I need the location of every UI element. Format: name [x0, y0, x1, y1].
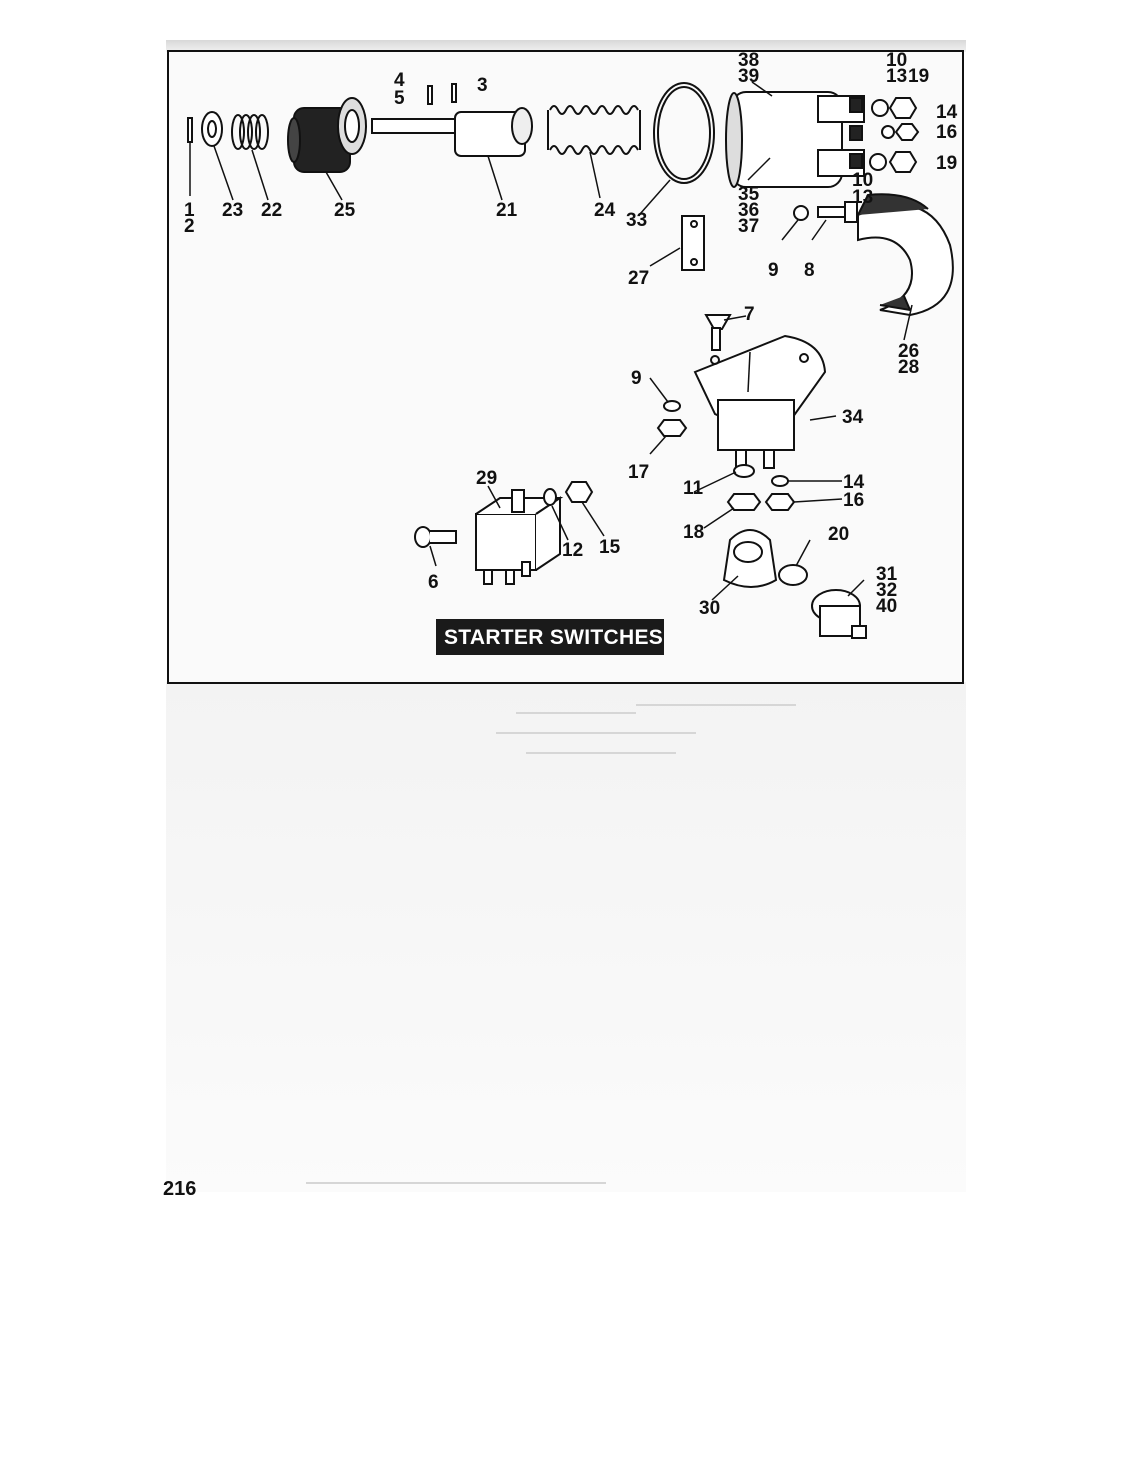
callout-18: 18 — [683, 522, 704, 543]
part-8-bolt — [817, 201, 858, 223]
callout-17: 17 — [628, 462, 649, 483]
title-band: STARTER SWITCHES — [436, 619, 664, 655]
part-1-pin — [187, 117, 193, 143]
page-number: 216 — [163, 1178, 197, 1200]
diagram-title: STARTER SWITCHES — [444, 626, 663, 649]
callout-14-lower: 14 — [843, 472, 865, 493]
callout-25: 25 — [334, 200, 356, 221]
callout-11: 11 — [683, 478, 704, 499]
callout-3: 3 — [477, 75, 488, 96]
callout-38: 38 — [738, 50, 759, 71]
part-7-screw — [704, 314, 732, 351]
callout-34: 34 — [842, 407, 864, 428]
callout-16-upper: 16 — [936, 122, 957, 143]
callout-27: 27 — [628, 268, 649, 289]
callout-12: 12 — [562, 540, 583, 561]
callout-30: 30 — [699, 598, 720, 619]
terminal-hardware — [869, 97, 920, 173]
callout-29: 29 — [476, 468, 497, 489]
callout-28: 28 — [898, 357, 919, 378]
scan-strip — [166, 40, 966, 52]
part-25-knob — [287, 97, 367, 173]
leader-lines — [189, 81, 913, 601]
part-21-shaft — [371, 107, 533, 157]
part-24-spring — [547, 105, 641, 155]
callout-2: 2 — [184, 216, 195, 237]
part-33-ring — [653, 82, 715, 184]
part-31-switch — [811, 589, 867, 639]
callout-8: 8 — [804, 260, 815, 281]
callout-35: 35 — [738, 184, 760, 205]
part-38-solenoid — [725, 91, 865, 188]
callout-26: 26 — [898, 341, 919, 362]
callout-32: 32 — [876, 580, 897, 601]
callout-6: 6 — [428, 572, 439, 593]
callout-22: 22 — [261, 200, 282, 221]
callout-19-lower: 19 — [936, 153, 957, 174]
callout-1: 1 — [184, 200, 195, 221]
callout-40: 40 — [876, 596, 897, 617]
callout-9-lower: 9 — [631, 368, 642, 389]
callout-9-upper: 9 — [768, 260, 779, 281]
part-26-cover — [857, 193, 954, 317]
part-34-switch — [693, 334, 827, 469]
callout-13-lower: 13 — [852, 187, 873, 208]
callout-36: 36 — [738, 200, 759, 221]
callout-13-upper: 13 — [886, 66, 907, 87]
part-22-spring — [231, 114, 269, 150]
part-23-knurled-nut — [201, 111, 223, 147]
callout-labels: 1 2 3 4 5 6 7 8 9 9 10 10 11 12 13 13 14… — [184, 50, 958, 619]
callout-10-upper: 10 — [886, 50, 907, 71]
callout-33: 33 — [626, 210, 647, 231]
callout-20: 20 — [828, 524, 849, 545]
callout-4: 4 — [394, 70, 405, 91]
callout-19-upper: 19 — [908, 66, 929, 87]
callout-10-lower: 10 — [852, 170, 873, 191]
callout-24: 24 — [594, 200, 616, 221]
callout-14-upper: 14 — [936, 102, 958, 123]
callout-39: 39 — [738, 66, 759, 87]
part-30-boot — [722, 529, 778, 588]
callout-5: 5 — [394, 88, 405, 109]
callout-21: 21 — [496, 200, 518, 221]
callout-31: 31 — [876, 564, 898, 585]
callout-7: 7 — [744, 304, 755, 325]
part-27-bracket — [681, 215, 705, 271]
bleed-through-area — [166, 682, 966, 1192]
part-6-screw — [414, 526, 457, 548]
callout-16-lower: 16 — [843, 490, 864, 511]
callout-37: 37 — [738, 216, 759, 237]
callout-23: 23 — [222, 200, 243, 221]
callout-15: 15 — [599, 537, 621, 558]
